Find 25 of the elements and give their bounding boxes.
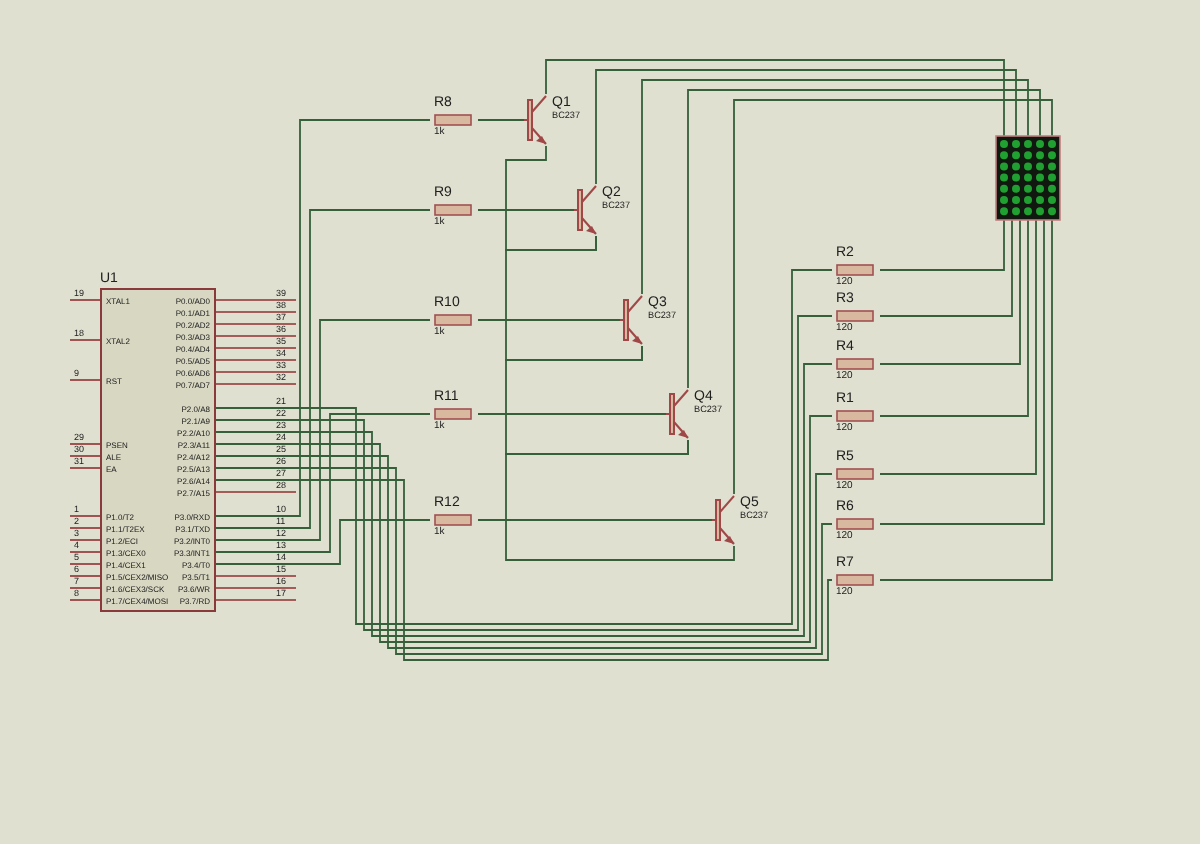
wire bbox=[477, 519, 713, 521]
wire bbox=[879, 219, 1029, 417]
wire bbox=[215, 519, 431, 565]
wire bbox=[215, 209, 431, 529]
wire bbox=[879, 219, 1021, 365]
wire bbox=[215, 413, 431, 553]
wire bbox=[879, 219, 1037, 475]
wire bbox=[879, 219, 1053, 581]
wire bbox=[879, 219, 1013, 317]
wire bbox=[879, 219, 1045, 525]
wire bbox=[879, 219, 1005, 271]
wire bbox=[477, 119, 525, 121]
wire bbox=[477, 413, 667, 415]
wire bbox=[595, 69, 1017, 185]
wire bbox=[687, 89, 1041, 389]
wire bbox=[215, 319, 431, 541]
wire bbox=[215, 119, 431, 517]
wire bbox=[477, 319, 621, 321]
wire bbox=[505, 439, 735, 561]
wire bbox=[215, 363, 833, 637]
wire bbox=[545, 59, 1005, 137]
wire bbox=[641, 79, 1029, 295]
wire bbox=[215, 415, 833, 643]
wire bbox=[477, 209, 575, 211]
wire bbox=[733, 99, 1053, 495]
